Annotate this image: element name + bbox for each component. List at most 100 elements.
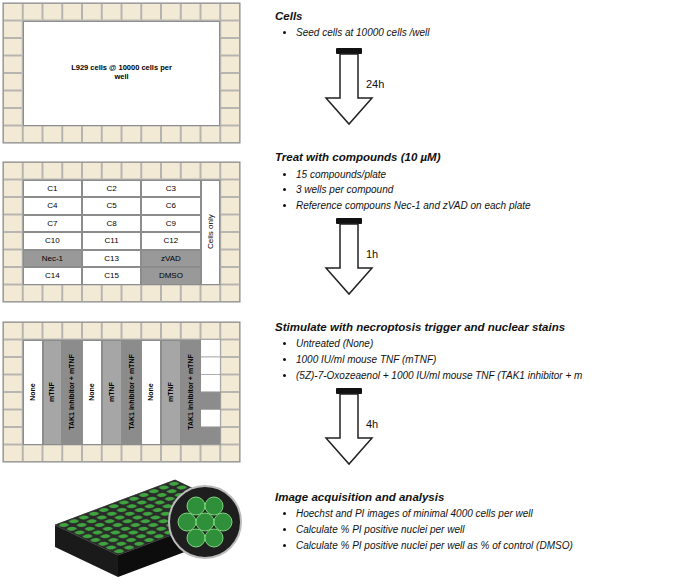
compound-wells: C6 xyxy=(141,197,200,215)
step-bullet: Seed cells at 10000 cells /well xyxy=(296,27,429,39)
well-label: C15 xyxy=(104,271,119,280)
magnified-well xyxy=(187,529,205,547)
step-bullet: Hoechst and PI images of minimal 4000 ce… xyxy=(296,508,533,520)
reference-wells: zVAD xyxy=(141,250,200,268)
cell-seeding-area: L929 cells @ 10000 cells per well xyxy=(23,21,221,126)
arrow-cap xyxy=(336,388,362,394)
magnified-well xyxy=(205,529,223,547)
compound-wells: C10 xyxy=(23,232,82,250)
band-label: TAK1 inhibitor + mTNF xyxy=(187,354,195,430)
well-label: C8 xyxy=(107,219,117,228)
treatment-band: None xyxy=(82,340,102,445)
well-label: C3 xyxy=(166,184,176,193)
band-label: mTNF xyxy=(167,382,175,402)
well-label: C4 xyxy=(47,201,57,210)
well-label: C1 xyxy=(47,184,57,193)
compound-wells: C12 xyxy=(141,232,200,250)
step-bullet: Reference compouns Nec-1 and zVAD on eac… xyxy=(296,200,531,212)
compound-wells: C9 xyxy=(141,215,200,233)
compound-wells: C8 xyxy=(82,215,141,233)
compound-wells: C13 xyxy=(82,250,141,268)
step-bullet: 1000 IU/ml mouse TNF (mTNF) xyxy=(296,354,436,366)
band-label: None xyxy=(88,383,96,401)
well xyxy=(201,357,221,375)
step-heading: Cells xyxy=(275,10,303,24)
well-label: C11 xyxy=(105,236,119,245)
well-label: C10 xyxy=(45,236,60,245)
step-arrow xyxy=(326,218,372,294)
treatment-band: None xyxy=(141,340,161,445)
arrow-cap xyxy=(336,218,362,224)
arrow-cap xyxy=(336,48,362,54)
treatment-band: None xyxy=(23,340,43,445)
well-plate xyxy=(3,3,240,143)
compound-wells: C2 xyxy=(82,180,141,198)
step-arrow xyxy=(326,388,372,464)
treatment-band: TAK1 inhibitor + mTNF xyxy=(122,340,142,445)
compound-wells: C5 xyxy=(82,197,141,215)
control-column: Cells only xyxy=(201,180,221,285)
band-label: Cells only xyxy=(206,215,215,250)
reference-wells: DMSO xyxy=(141,267,200,285)
step-heading: Image acquisition and analysis xyxy=(275,491,444,505)
band-label: None xyxy=(29,383,37,401)
arrow-body xyxy=(326,54,372,124)
well-label: C12 xyxy=(164,236,179,245)
arrow-body xyxy=(326,394,372,464)
step-bullet: Calculate % PI positive nuclei per well xyxy=(296,524,464,536)
plate-inner-area xyxy=(23,340,221,445)
control-well xyxy=(201,427,221,445)
compound-wells: C14 xyxy=(23,267,82,285)
step-bullet: (5Z)-7-Oxozeaenol + 1000 IU/ml mouse TNF… xyxy=(296,370,582,382)
step-bullet: 15 compounds/plate xyxy=(296,169,386,181)
arrow-body xyxy=(326,224,372,294)
well-label: C5 xyxy=(107,201,117,210)
band-label: None xyxy=(147,383,155,401)
well-label: zVAD xyxy=(161,254,181,263)
imaging-plate-picture xyxy=(55,480,241,577)
reference-wells: Nec-1 xyxy=(23,250,82,268)
well xyxy=(201,375,221,393)
well-label: C14 xyxy=(45,271,60,280)
step-arrow xyxy=(326,48,372,124)
treatment-band: TAK1 inhibitor + mTNF xyxy=(62,340,82,445)
step-bullet: Calculate % PI positive nuclei per well … xyxy=(296,540,573,552)
compound-wells: C7 xyxy=(23,215,82,233)
well-label: C7 xyxy=(47,219,57,228)
well-label: C13 xyxy=(104,254,119,263)
well-label: C9 xyxy=(166,219,176,228)
well-label: L929 cells @ 10000 cells per well xyxy=(70,64,174,81)
band-label: TAK1 inhibitor + mTNF xyxy=(68,354,76,430)
band-label: TAK1 inhibitor + mTNF xyxy=(127,354,135,430)
well xyxy=(201,340,221,358)
time-label: 24h xyxy=(366,78,384,91)
treatment-band: mTNF xyxy=(161,340,181,445)
magnified-well xyxy=(214,513,232,531)
compound-wells: C1 xyxy=(23,180,82,198)
magnifier xyxy=(169,486,241,558)
well-label: C6 xyxy=(166,201,176,210)
magnified-well xyxy=(187,497,205,515)
time-label: 4h xyxy=(366,418,378,431)
compound-wells: C3 xyxy=(141,180,200,198)
band-label: mTNF xyxy=(108,382,116,402)
band-label: mTNF xyxy=(48,382,56,402)
step-heading: Stimulate with necroptosis trigger and n… xyxy=(275,321,565,335)
step-bullet: 3 wells per compound xyxy=(296,184,393,196)
compound-wells: C15 xyxy=(82,267,141,285)
magnified-well xyxy=(178,513,196,531)
well-plate xyxy=(3,322,240,462)
compound-wells: C11 xyxy=(82,232,141,250)
well-label: C2 xyxy=(107,184,117,193)
magnified-well xyxy=(205,497,223,515)
well xyxy=(201,410,221,428)
well-label: Nec-1 xyxy=(42,254,63,263)
time-label: 1h xyxy=(366,248,378,261)
step-bullet: Untreated (None) xyxy=(296,338,373,350)
step-heading: Treat with compounds (10 µM) xyxy=(275,151,441,165)
treatment-band: TAK1 inhibitor + mTNF xyxy=(181,340,201,445)
treatment-band: mTNF xyxy=(102,340,122,445)
well-label: DMSO xyxy=(159,271,183,280)
well-plate xyxy=(3,162,240,302)
